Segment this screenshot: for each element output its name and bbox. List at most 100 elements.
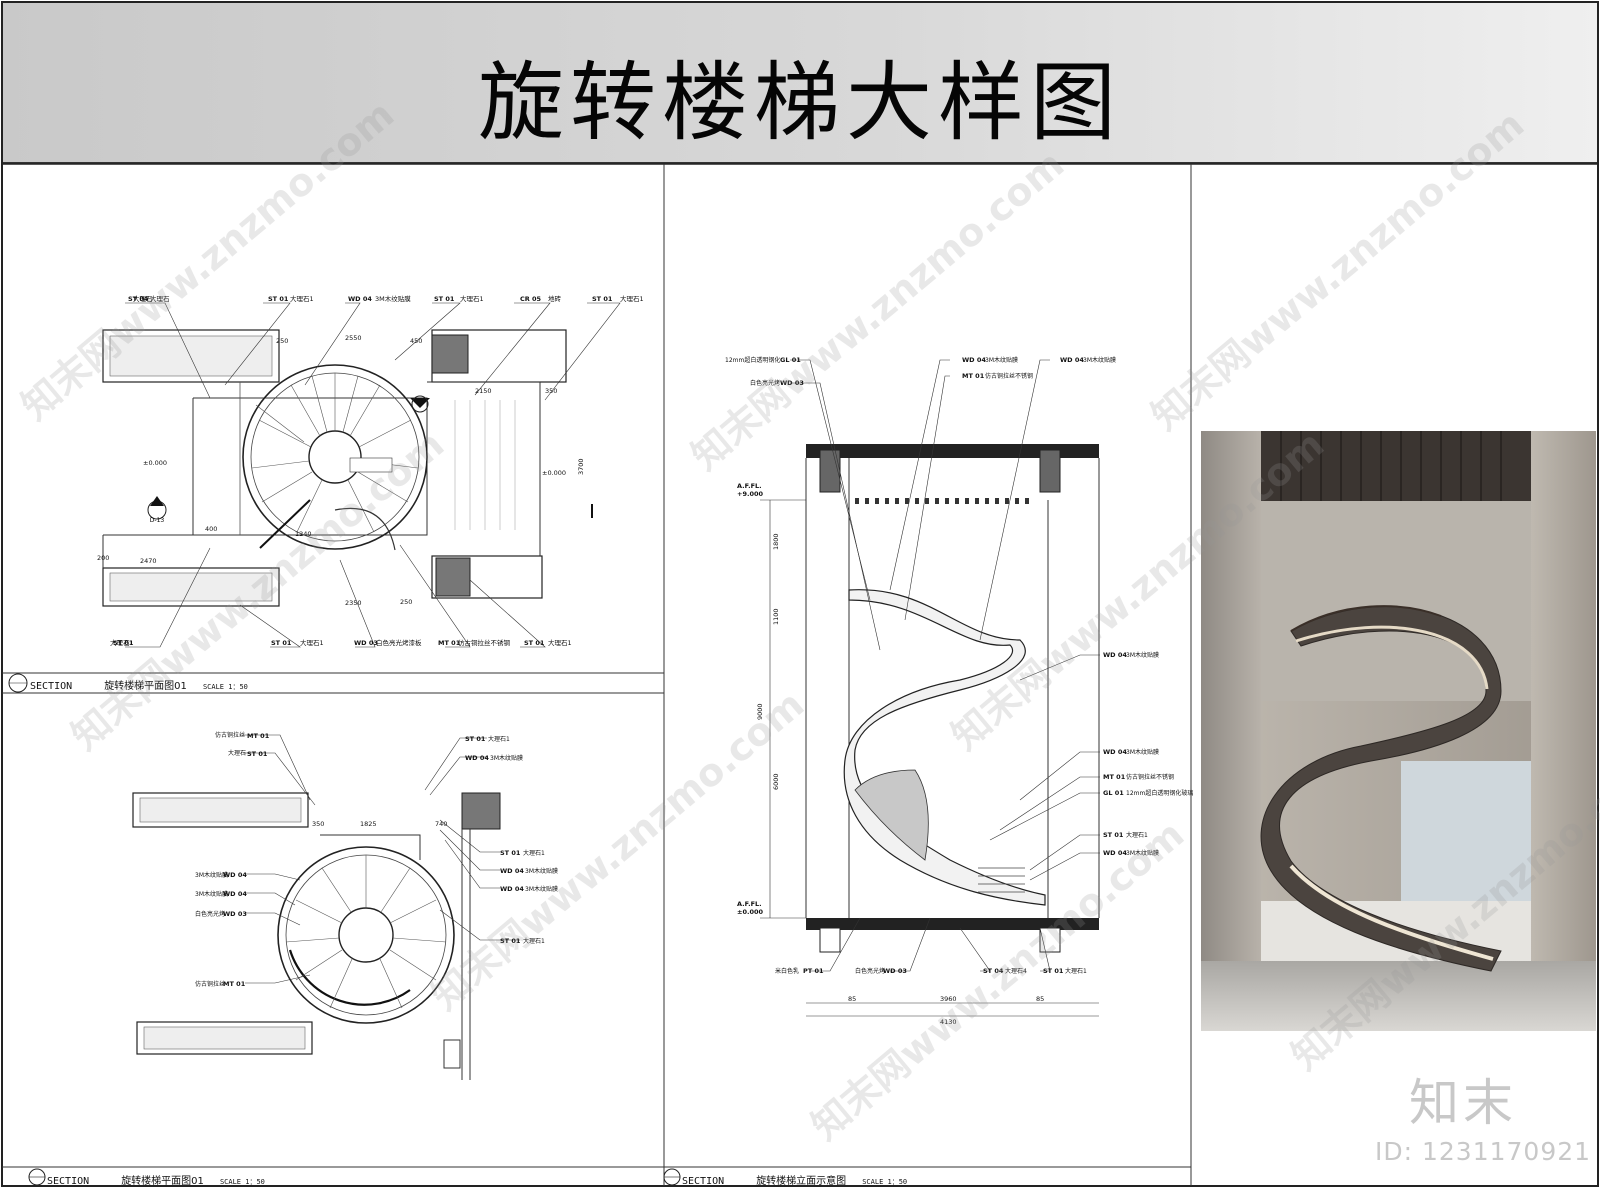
svg-text:仿古铜拉丝不锈钢: 仿古铜拉丝不锈钢 [1126,773,1174,781]
svg-text:D-13: D-13 [150,517,165,524]
plan-bottom: MT 01 ST 01 ST 01 WD 04 ST 01 WD 04 WD 0… [132,731,558,1080]
svg-text:WD 04: WD 04 [348,295,372,303]
svg-text:350: 350 [545,387,557,395]
title-band: 旋转楼梯大样图 [2,2,1598,164]
svg-text:MT 01: MT 01 [1103,773,1126,781]
svg-text:大理石1: 大理石1 [620,294,644,303]
svg-text:1800: 1800 [772,533,780,550]
svg-text:2470: 2470 [140,557,157,565]
brand-logo: 知末 [1409,1074,1517,1132]
svg-text:PT 01: PT 01 [803,967,824,975]
svg-text:+9.000: +9.000 [737,490,763,498]
svg-text:WD 03: WD 03 [780,379,804,387]
svg-text:WD 04: WD 04 [1060,356,1084,364]
svg-text:A.F.FL.: A.F.FL. [737,482,762,490]
svg-text:3M木纹贴膜: 3M木纹贴膜 [490,754,523,762]
svg-text:仿古铜拉丝: 仿古铜拉丝 [195,980,225,988]
svg-text:ST 04: ST 04 [983,967,1004,975]
svg-text:ST 04: ST 04 [128,295,149,303]
elevation-label: SECTION 旋转楼梯立面示意图 SCALE 1：50 [682,1176,908,1187]
svg-text:12mm超白透明钢化玻璃: 12mm超白透明钢化玻璃 [1126,789,1193,797]
svg-text:450: 450 [410,337,422,345]
svg-text:WD 04: WD 04 [500,867,524,875]
svg-text:3M木纹贴膜: 3M木纹贴膜 [1126,651,1159,659]
svg-text:仿古铜拉丝不锈钢: 仿古铜拉丝不锈钢 [458,638,511,647]
svg-text:±0.000: ±0.000 [737,908,763,916]
svg-text:ST 01: ST 01 [500,937,521,945]
svg-text:WD 04: WD 04 [223,890,247,898]
svg-text:WD 04: WD 04 [1103,651,1127,659]
svg-text:WD 04: WD 04 [1103,849,1127,857]
svg-text:3700: 3700 [577,458,585,475]
svg-text:2550: 2550 [345,334,362,342]
svg-text:米白色乳: 米白色乳 [775,967,799,975]
svg-text:WD 03: WD 03 [223,910,247,918]
svg-text:大理石1: 大理石1 [110,638,134,647]
page-title: 旋转楼梯大样图 [478,53,1122,153]
svg-text:CR 05: CR 05 [520,295,542,303]
svg-text:A.F.FL.: A.F.FL. [737,900,762,908]
svg-text:WD 03: WD 03 [883,967,907,975]
svg-text:250: 250 [276,337,288,345]
svg-text:85: 85 [1036,995,1044,1003]
svg-text:大理石: 大理石 [133,294,153,303]
svg-text:1240: 1240 [295,530,312,538]
svg-text:大理石1: 大理石1 [523,937,545,945]
svg-text:白色亮光烤: 白色亮光烤 [855,967,885,975]
section-marks [8,673,681,1186]
svg-text:大理石: 大理石 [150,294,170,303]
svg-text:ST 01: ST 01 [524,639,545,647]
svg-text:ST 01: ST 01 [1043,967,1064,975]
svg-text:85: 85 [848,995,856,1003]
svg-text:±0.000: ±0.000 [542,469,566,477]
plan-top-label: SECTION 旋转楼梯平面图01 SCALE 1：50 [30,681,248,692]
svg-text:1100: 1100 [772,608,780,625]
svg-text:地砖: 地砖 [548,294,562,303]
svg-text:3M木纹贴膜: 3M木纹贴膜 [1126,748,1159,756]
svg-text:大理石1: 大理石1 [488,735,510,743]
svg-text:ST 01: ST 01 [434,295,455,303]
svg-text:大理石1: 大理石1 [460,294,484,303]
svg-text:3M木纹贴膜: 3M木纹贴膜 [195,890,228,898]
svg-text:±0.000: ±0.000 [143,459,167,467]
svg-text:12mm超白透明钢化: 12mm超白透明钢化 [725,356,780,364]
svg-text:大理石: 大理石 [228,749,246,757]
svg-text:400: 400 [205,525,217,533]
svg-text:MT 01: MT 01 [438,639,461,647]
svg-text:WD 03: WD 03 [354,639,378,647]
svg-text:GL 01: GL 01 [780,356,801,364]
plan-top: D-13 大理石 大理石 大理石1 [97,294,644,648]
svg-text:ST 01: ST 01 [500,849,521,857]
svg-text:GL 01: GL 01 [1103,789,1124,797]
svg-text:MT 01: MT 01 [247,732,270,740]
svg-text:大理石1: 大理石1 [523,849,545,857]
svg-text:仿古铜拉丝: 仿古铜拉丝 [215,731,245,739]
svg-text:ST 01: ST 01 [465,735,486,743]
elevation: A.F.FL. +9.000 A.F.FL. ±0.000 1800 1100 … [725,356,1193,1026]
svg-text:大理石1: 大理石1 [290,294,314,303]
svg-text:3M木纹贴膜: 3M木纹贴膜 [375,294,411,303]
svg-text:WD 04: WD 04 [465,754,489,762]
svg-text:白色亮光烤: 白色亮光烤 [750,379,780,387]
photo-illustration [1201,431,1596,1031]
svg-text:3M木纹贴膜: 3M木纹贴膜 [1083,356,1116,364]
svg-text:3M木纹贴膜: 3M木纹贴膜 [985,356,1018,364]
svg-text:250: 250 [400,598,412,606]
svg-text:大理石1: 大理石1 [1126,831,1148,839]
plan-bottom-label: SECTION 旋转楼梯平面图01 SCALE 1：50 [47,1176,265,1187]
svg-text:3M木纹贴膜: 3M木纹贴膜 [1126,849,1159,857]
svg-text:ST 01: ST 01 [247,750,268,758]
document-id: ID: 1231170921 [1375,1137,1592,1166]
svg-text:ST 01: ST 01 [268,295,289,303]
svg-text:大理石1: 大理石1 [300,638,324,647]
svg-text:2350: 2350 [345,599,362,607]
svg-text:4130: 4130 [940,1018,957,1026]
svg-text:200: 200 [97,554,109,562]
svg-text:6000: 6000 [772,773,780,790]
svg-text:3960: 3960 [940,995,957,1003]
svg-text:ST 01: ST 01 [113,639,134,647]
svg-text:WD 04: WD 04 [500,885,524,893]
svg-text:WD 04: WD 04 [962,356,986,364]
